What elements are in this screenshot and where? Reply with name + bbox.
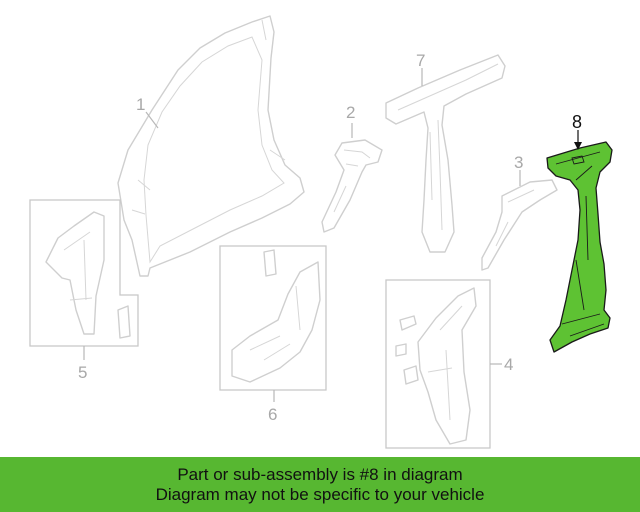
group-box-4[interactable] <box>385 279 491 449</box>
callout-8-arrowhead <box>574 142 582 150</box>
part-1-body-side-panel[interactable] <box>117 15 305 277</box>
info-banner: Part or sub-assembly is #8 in diagram Di… <box>0 457 640 512</box>
part-2-bracket[interactable] <box>321 139 383 233</box>
callout-8: 8 <box>572 112 582 132</box>
callout-1: 1 <box>136 95 145 114</box>
callout-3: 3 <box>514 153 523 172</box>
callout-1-leader <box>145 111 159 129</box>
group-box-6[interactable] <box>219 245 327 391</box>
banner-line-2: Diagram may not be specific to your vehi… <box>155 484 485 504</box>
callout-5: 5 <box>78 363 87 382</box>
part-8-pillar-inner-highlighted[interactable] <box>546 141 613 353</box>
callout-4: 4 <box>504 355 513 374</box>
callout-2: 2 <box>346 103 355 122</box>
callout-6: 6 <box>268 405 277 424</box>
part-7-center-pillar[interactable] <box>385 54 506 253</box>
callout-7: 7 <box>416 51 425 70</box>
banner-line-1: Part or sub-assembly is #8 in diagram <box>177 464 463 484</box>
part-3-reinforcement[interactable] <box>481 179 558 271</box>
parts-diagram: 1 2 7 3 5 6 <box>29 15 613 449</box>
group-box-5[interactable] <box>29 199 139 347</box>
